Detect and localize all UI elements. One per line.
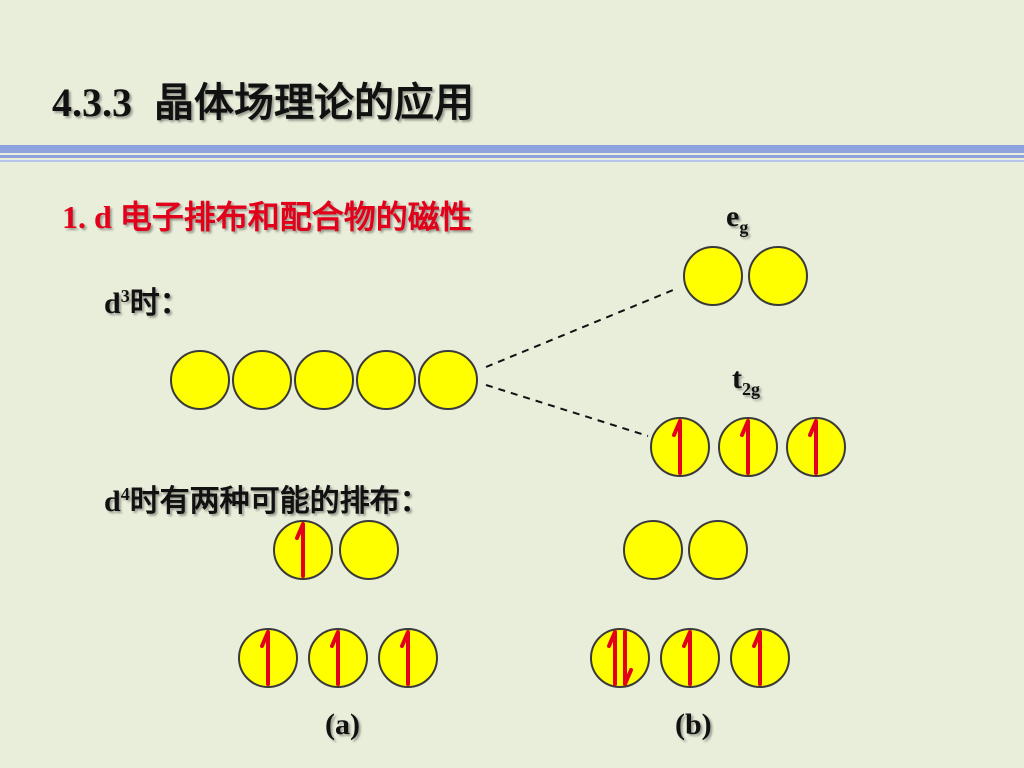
b-eg-orbital-1	[623, 520, 683, 580]
b-t2g-orbital-1	[590, 628, 650, 688]
electron-arrows	[260, 419, 818, 686]
title-divider-line	[0, 155, 1024, 158]
title-divider	[0, 145, 1024, 153]
d4-label-suffix: 时有两种可能的排布：	[129, 485, 430, 518]
d3-eg-orbital-1	[683, 246, 743, 306]
d-orbital-1	[170, 350, 230, 410]
t2g-label: t2g	[732, 362, 760, 400]
d3-t2g-electron-2-up-arrow-icon	[740, 419, 750, 475]
d3-label: d3时：	[104, 278, 190, 322]
d-orbital-5	[418, 350, 478, 410]
b-t2g-electron-1-down-arrow-icon	[623, 630, 633, 686]
d3-label-base: d	[104, 287, 121, 320]
a-eg-electron-1-up-arrow-icon	[295, 522, 305, 578]
eg-label-sub: g	[739, 217, 749, 237]
splitting-line-t2g	[485, 384, 649, 437]
d3-eg-orbital-2	[748, 246, 808, 306]
a-t2g-electron-3-up-arrow-icon	[400, 630, 410, 686]
d4-label: d4时有两种可能的排布：	[104, 476, 430, 520]
d3-label-sup: 3	[120, 286, 130, 306]
title-text: 晶体场理论的应用	[154, 80, 474, 125]
caption-b: (b)	[675, 708, 712, 741]
section-number: 4.3.3	[52, 80, 132, 125]
b-t2g-electron-3-up-arrow-icon	[752, 630, 762, 686]
t2g-label-sub: 2g	[742, 379, 760, 399]
a-t2g-electron-2-up-arrow-icon	[330, 630, 340, 686]
d-orbital-2	[232, 350, 292, 410]
d4-label-base: d	[104, 485, 121, 518]
b-eg-orbital-2	[688, 520, 748, 580]
eg-label: eg	[726, 200, 748, 238]
b-t2g-electron-2-up-arrow-icon	[682, 630, 692, 686]
d4-label-sup: 4	[120, 484, 130, 504]
d3-label-suffix: 时：	[129, 287, 190, 320]
page-title: 4.3.3 晶体场理论的应用	[52, 70, 474, 128]
t2g-label-base: t	[732, 362, 742, 395]
a-eg-orbital-2	[339, 520, 399, 580]
caption-a: (a)	[325, 708, 360, 741]
b-t2g-electron-1-up-arrow-icon	[607, 630, 617, 686]
d-orbital-4	[356, 350, 416, 410]
d-orbital-3	[294, 350, 354, 410]
a-t2g-electron-1-up-arrow-icon	[260, 630, 270, 686]
title-divider-line-light	[0, 160, 1024, 162]
d3-t2g-electron-3-up-arrow-icon	[808, 419, 818, 475]
d3-t2g-electron-1-up-arrow-icon	[672, 419, 682, 475]
eg-label-base: e	[726, 200, 740, 233]
splitting-line-eg	[485, 287, 679, 368]
subtitle: 1. d 电子排布和配合物的磁性	[62, 199, 472, 235]
